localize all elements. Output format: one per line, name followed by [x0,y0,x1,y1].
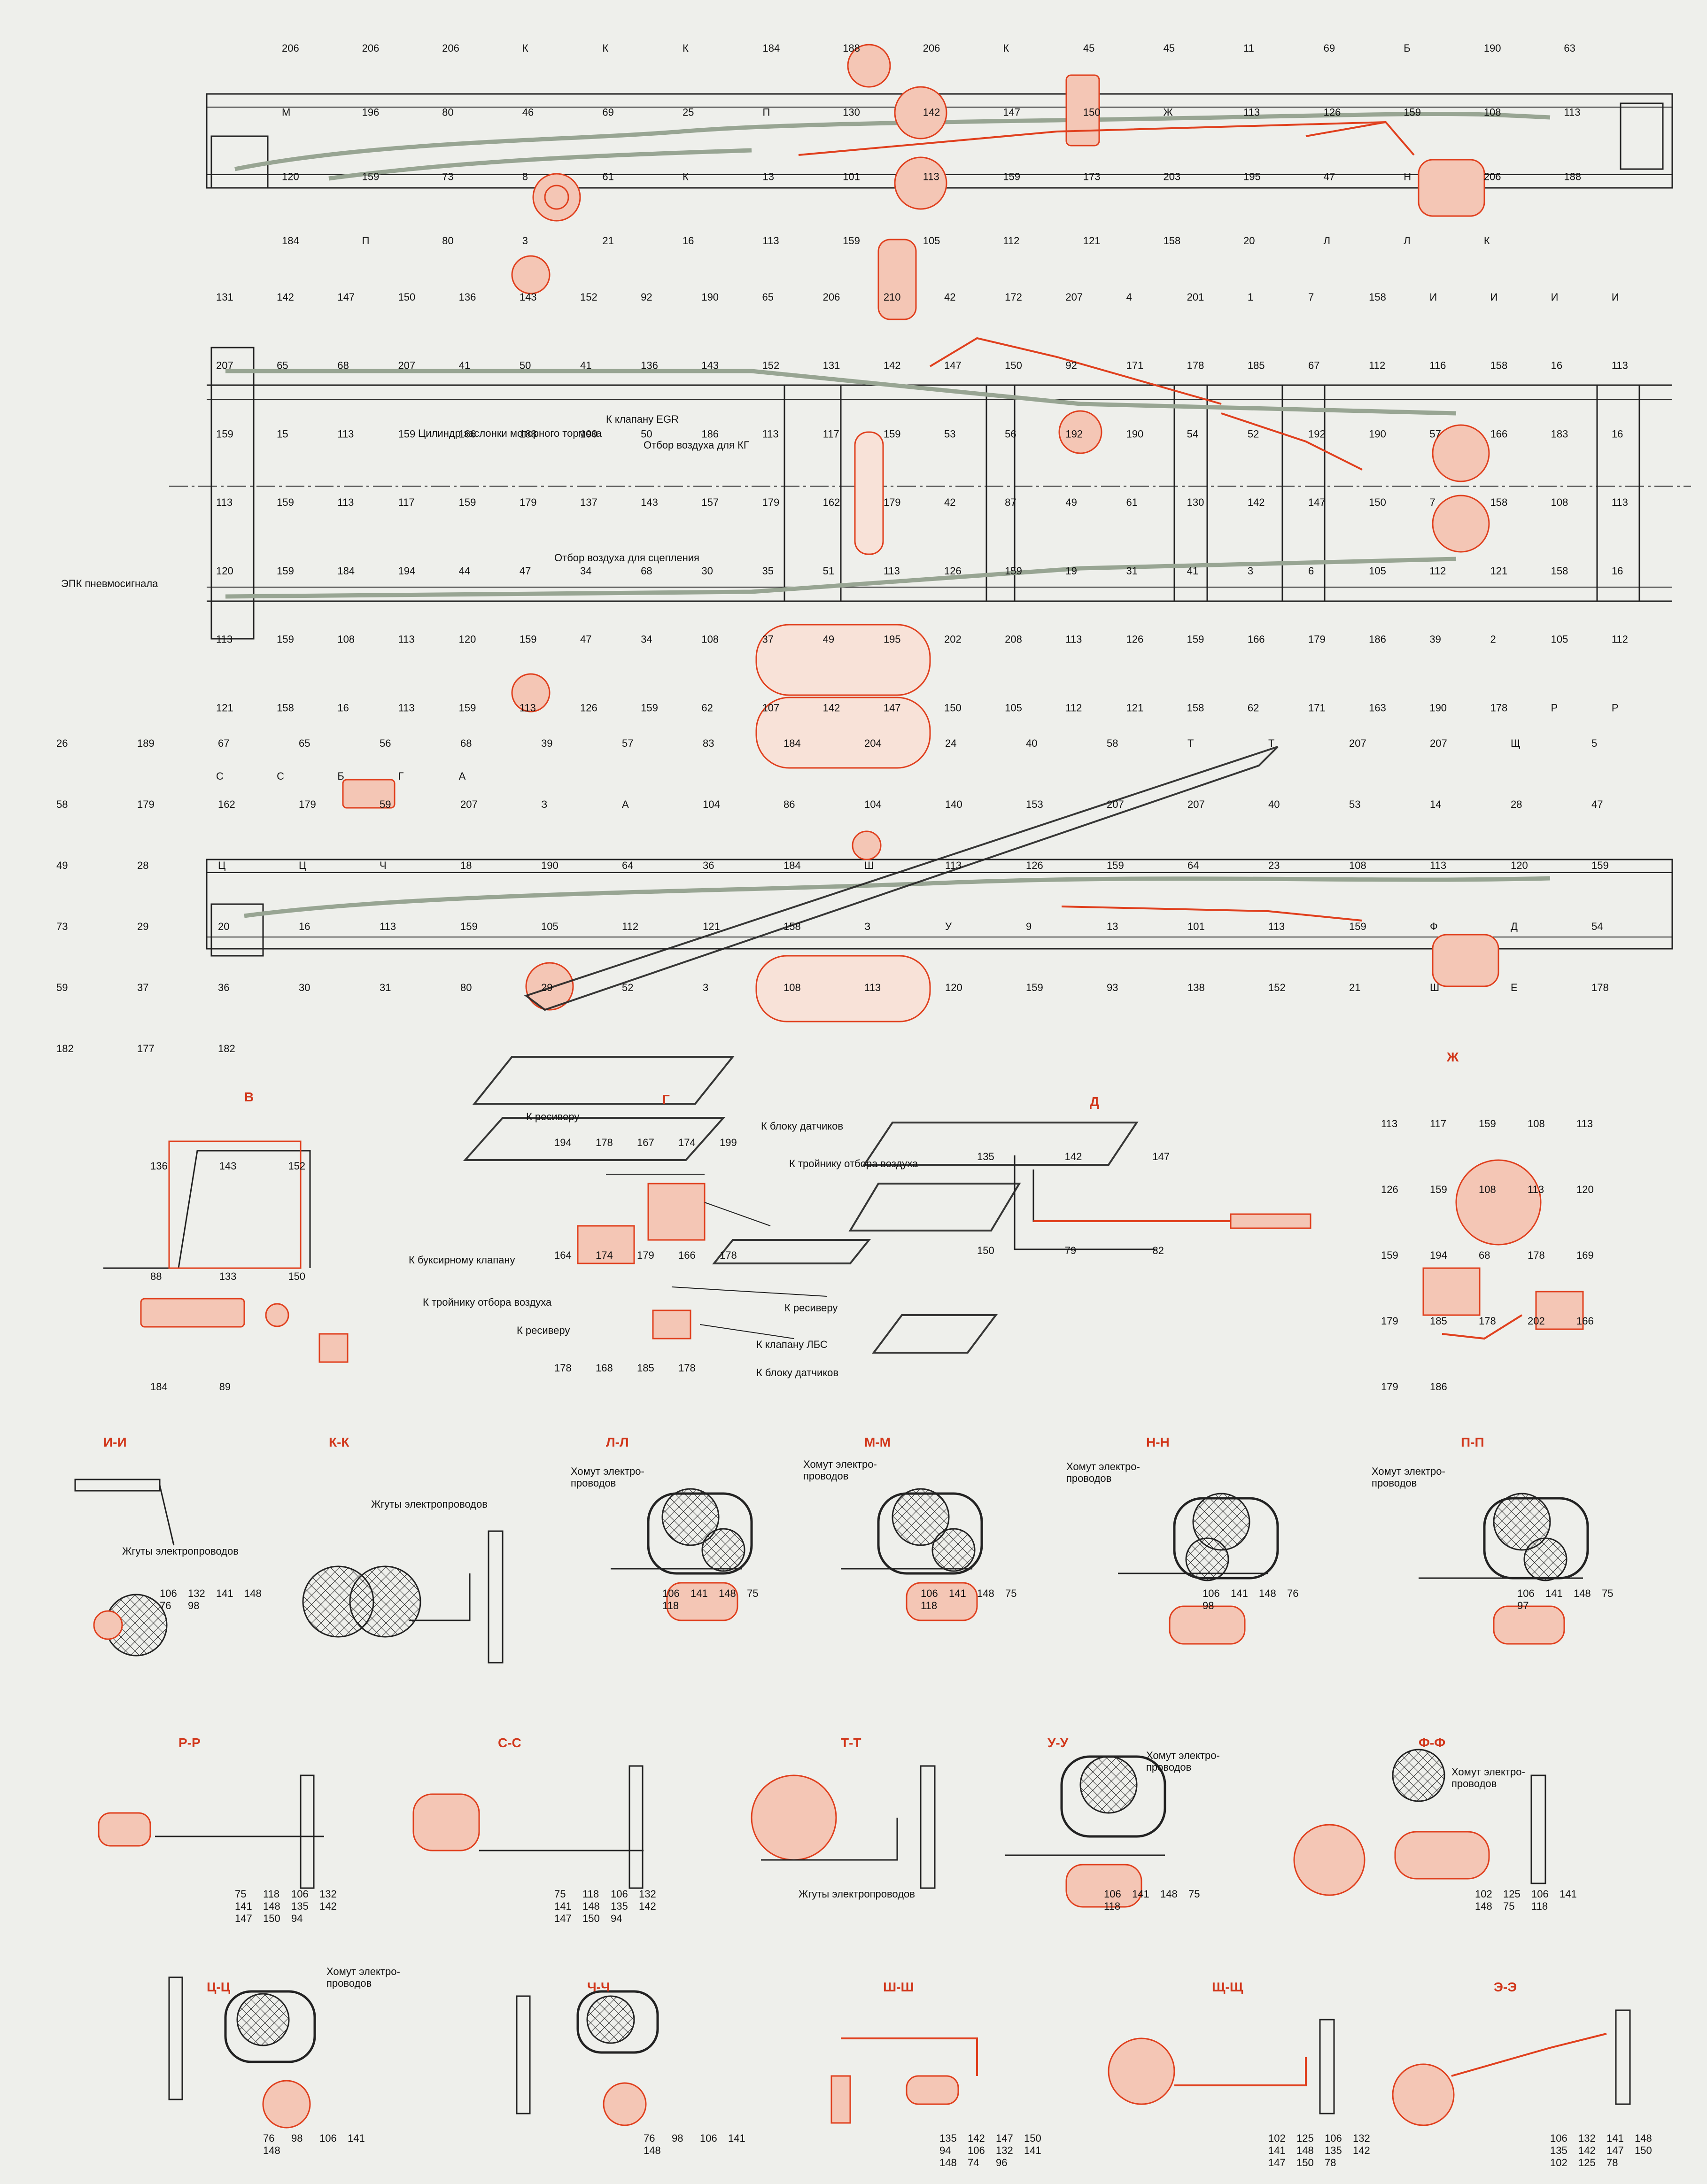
section-f-f [1293,1749,1546,1896]
hose-run-plan-upper [225,369,1457,416]
view-top-side [206,44,1673,222]
section-e-e [1392,2009,1631,2126]
detail-g [577,1174,827,1340]
receiver-top [847,44,947,210]
valve-24 [342,779,396,809]
watermark-logo [463,746,1279,1354]
section-s-s [412,1765,644,1889]
brake-chambers-rear-plan [1432,424,1490,553]
section-u-u [1005,1755,1166,1908]
section-t-t [751,1765,936,1889]
brake-chamber-rear-top [1418,159,1485,217]
section-l-l [611,1488,753,1621]
detail-d [1014,1155,1311,1250]
hose-run-bottom [244,876,1551,918]
brake-chamber-front-top [532,173,581,222]
receiver-9 [755,955,931,1022]
section-p-p [1419,1493,1589,1645]
receiver-small-plan [854,431,884,555]
detail-v [103,1140,349,1363]
section-n-n [1118,1493,1279,1645]
section-r-r [98,1774,324,1889]
brake-chambers-front-plan [511,255,551,713]
hose-run-top [234,112,1551,171]
section-ts-ts [168,1976,316,2129]
brake-chamber-rear-bottom [1432,934,1499,987]
section-k-k [302,1530,504,1664]
receivers-pair [755,624,931,769]
front-crossmember [210,347,255,640]
section-m-m [841,1488,983,1621]
section-ch-ch [516,1990,659,2126]
section-sh-sh [830,2037,978,2124]
view-bottom-side [206,779,1673,1022]
brake-chamber-front-bottom [525,962,574,1011]
section-i-i [74,1479,175,1657]
section-shch-shch [1108,2019,1335,2114]
dryer-top [1065,74,1100,147]
detail-zh [1422,1159,1584,1340]
view-plan [169,239,1691,769]
